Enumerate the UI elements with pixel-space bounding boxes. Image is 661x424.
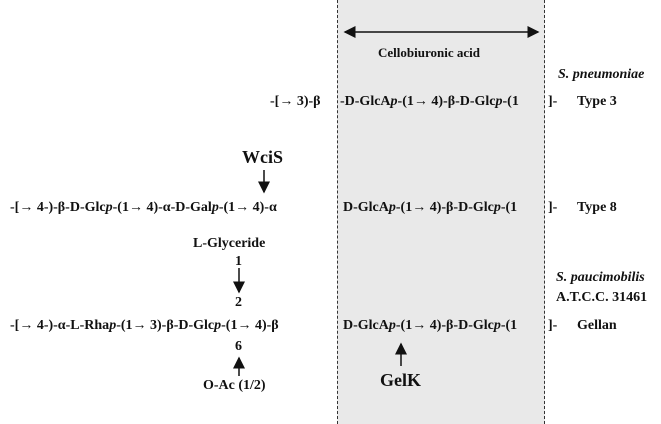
type3-prefix: -[→ 3)-β (270, 94, 321, 109)
position-1-label: 1 (235, 254, 242, 269)
type8-left-sequence: -[→ 4-)-β-D-Glcp-(1→ 4)-α-D-Galp-(1→ 4)-… (10, 200, 277, 215)
cellobiuronic-acid-label: Cellobiuronic acid (378, 45, 480, 60)
gellan-label: Gellan (577, 318, 617, 333)
weis-enzyme-label: WciS (242, 147, 284, 167)
gelk-enzyme-label: GelK (380, 370, 421, 390)
position-2-label: 2 (235, 295, 242, 310)
strain-label: A.T.C.C. 31461 (556, 290, 648, 305)
o-acetyl-label: O-Ac (1/2) (203, 378, 266, 393)
gellan-left-sequence: -[→ 4-)-α-L-Rhap-(1→ 3)-β-D-Glcp-(1→ 4)-… (10, 318, 279, 333)
gellan-shaded-sequence: D-GlcAp-(1→ 4)-β-D-Glcp-(1 (343, 318, 518, 333)
organism-s-paucimobilis: S. paucimobilis (556, 270, 645, 285)
organism-s-pneumoniae: S. pneumoniae (558, 67, 645, 82)
type8-label: Type 8 (577, 200, 617, 215)
l-glyceride-label: L-Glyceride (193, 236, 266, 251)
gellan-tail: ]- (548, 318, 558, 333)
cellobiuronic-acid-region (337, 0, 545, 424)
type8-tail: ]- (548, 200, 558, 215)
type3-tail: ]- (548, 94, 558, 109)
type3-shaded-sequence: -D-GlcAp-(1→ 4)-β-D-Glcp-(1 (340, 94, 519, 109)
type8-shaded-sequence: D-GlcAp-(1→ 4)-β-D-Glcp-(1 (343, 200, 518, 215)
position-6-label: 6 (235, 339, 242, 354)
type3-label: Type 3 (577, 94, 617, 109)
